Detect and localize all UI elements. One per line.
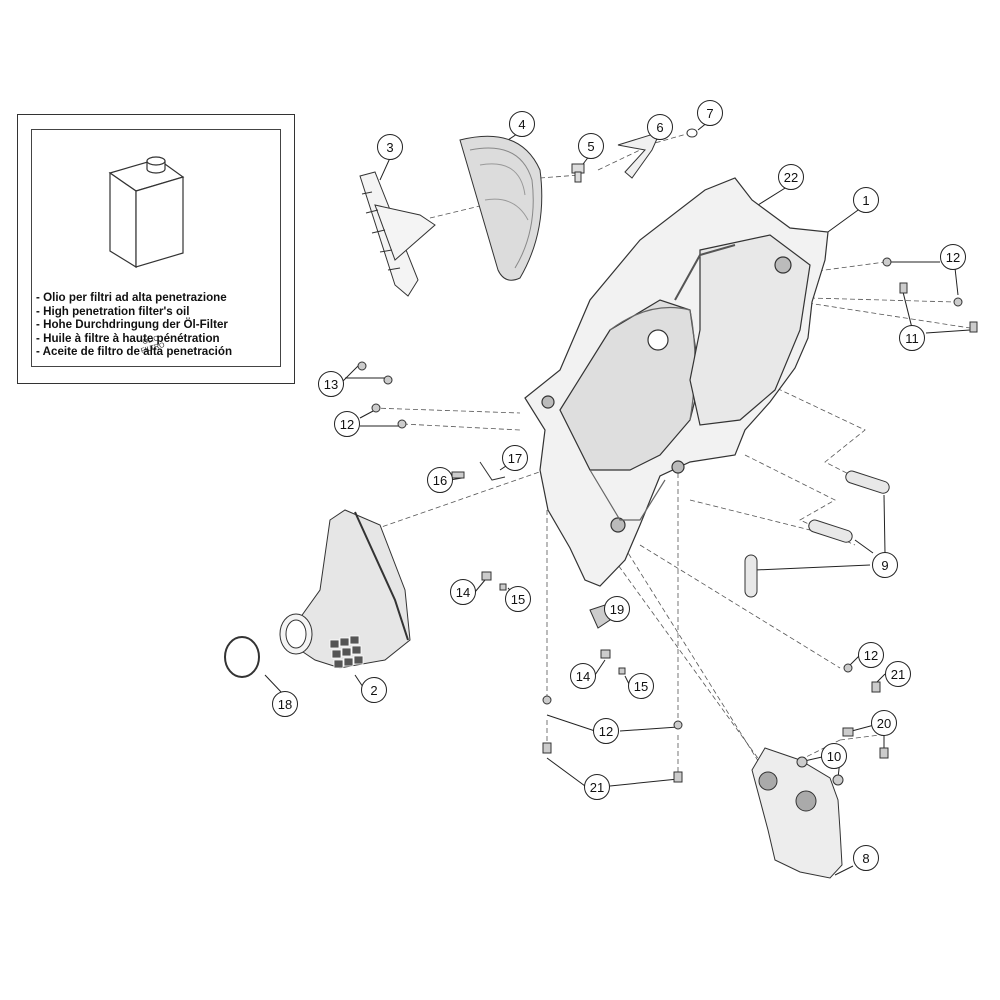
oil-line-english: High penetration filter's oil	[36, 305, 232, 319]
airbox-housing-part	[524, 177, 829, 587]
callout-3: 3	[377, 134, 403, 160]
callout-12-bottom: 12	[593, 718, 619, 744]
intake-boot-part	[279, 509, 411, 669]
washer-part	[686, 128, 698, 138]
callout-14-lower: 14	[570, 663, 596, 689]
callout-15-upper: 15	[505, 586, 531, 612]
callout-21-right: 21	[885, 661, 911, 687]
oil-can-icon	[108, 156, 185, 269]
callout-7: 7	[697, 100, 723, 126]
callout-21-bottom: 21	[584, 774, 610, 800]
callout-12-right: 12	[858, 642, 884, 668]
callout-19: 19	[604, 596, 630, 622]
filter-clip-part	[617, 131, 661, 179]
callout-18: 18	[272, 691, 298, 717]
callout-8: 8	[853, 845, 879, 871]
callout-10: 10	[821, 743, 847, 769]
oil-line-spanish: Aceite de filtro de alta penetración	[36, 345, 232, 359]
callout-17: 17	[502, 445, 528, 471]
oil-line-italian: Olio per filtri ad alta penetrazione	[36, 291, 232, 305]
hose-clamp-part	[224, 636, 260, 678]
oil-line-french: Huile à filtre à haute pénétration	[36, 332, 232, 346]
callout-12-left: 12	[334, 411, 360, 437]
small-hardware-parts	[357, 257, 978, 786]
callout-4: 4	[509, 111, 535, 137]
air-filter-part	[459, 135, 543, 281]
oil-description-list: Olio per filtri ad alta penetrazione Hig…	[36, 291, 232, 359]
callout-15-lower: 15	[628, 673, 654, 699]
callout-1: 1	[853, 187, 879, 213]
foam-strip-parts	[744, 470, 890, 598]
callout-9: 9	[872, 552, 898, 578]
mud-flap-part	[751, 747, 843, 879]
callout-22: 22	[778, 164, 804, 190]
callout-12-top-right: 12	[940, 244, 966, 270]
filter-oil-info-box: OLIO FILTRO Olio per filtri ad alta pene…	[17, 114, 295, 384]
callout-20: 20	[871, 710, 897, 736]
callout-5: 5	[578, 133, 604, 159]
callout-16: 16	[427, 467, 453, 493]
callout-11: 11	[899, 325, 925, 351]
filter-screw-part	[571, 163, 585, 183]
callout-2: 2	[361, 677, 387, 703]
info-box-inner-frame	[31, 129, 281, 367]
oil-line-german: Hohe Durchdringung der Öl-Filter	[36, 318, 232, 332]
callout-14-upper: 14	[450, 579, 476, 605]
callout-13: 13	[318, 371, 344, 397]
callout-6: 6	[647, 114, 673, 140]
filter-cage-part	[359, 171, 436, 297]
